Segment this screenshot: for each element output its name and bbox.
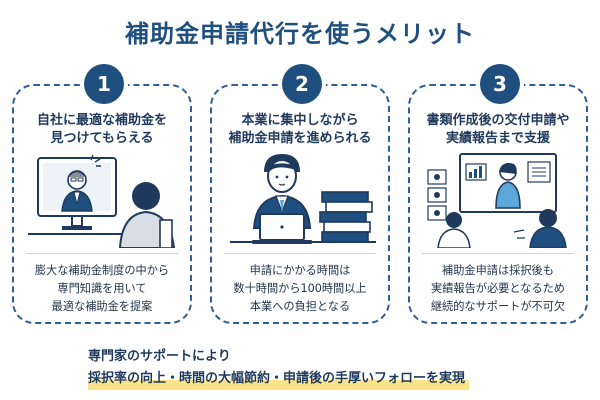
card-heading-line: 書類作成後の交付申請や bbox=[426, 113, 570, 128]
card-heading: 本業に集中しながら 補助金申請を進められる bbox=[218, 112, 382, 148]
card-body-line: 継続的なサポートが不可欠 bbox=[430, 300, 566, 313]
card-body: 申請にかかる時間は 数十時間から100時間以上 本業への負担となる bbox=[216, 262, 384, 316]
card-divider bbox=[224, 253, 376, 254]
card-body-line: 数十時間から100時間以上 bbox=[233, 282, 367, 295]
card-body-line: 補助金申請は採択後も bbox=[442, 264, 554, 277]
card-body-line: 実績報告が必要となるため bbox=[431, 282, 565, 295]
merit-card-2: 2 本業に集中しながら 補助金申請を進められる 申請にかかる時間は 数十時間から… bbox=[210, 64, 390, 324]
card-body: 補助金申請は採択後も 実績報告が必要となるため 継続的なサポートが不可欠 bbox=[414, 262, 582, 316]
card-body-line: 専門知識を用いて bbox=[57, 282, 147, 295]
card-heading-line: 見つけてもらえる bbox=[50, 131, 154, 146]
card-heading: 自社に最適な補助金を 見つけてもらえる bbox=[20, 112, 184, 148]
card-body-line: 申請にかかる時間は bbox=[249, 264, 351, 277]
number-badge: 3 bbox=[480, 64, 520, 104]
card-heading-line: 本業に集中しながら bbox=[241, 113, 359, 128]
presentation-meeting-illustration bbox=[427, 153, 567, 248]
card-body-line: 最適な補助金を提案 bbox=[51, 300, 153, 313]
card-body-line: 膨大な補助金制度の中から bbox=[34, 264, 170, 277]
summary-highlight-line: 採択率の向上・時間の大幅節約・申請後の手厚いフォローを実現 bbox=[88, 368, 470, 390]
card-heading-line: 自社に最適な補助金を bbox=[36, 113, 167, 128]
card-heading-line: 補助金申請を進められる bbox=[228, 131, 372, 146]
number-badge: 1 bbox=[84, 64, 124, 104]
office-worker-illustration bbox=[230, 154, 376, 244]
online-consultation-illustration bbox=[28, 154, 176, 248]
page-title: 補助金申請代行を使うメリット bbox=[125, 20, 475, 48]
card-divider bbox=[422, 253, 574, 254]
card-body-line: 本業への負担となる bbox=[249, 300, 351, 313]
merit-card-1: 1 自社に最適な補助金を 見つけてもらえる 膨大な補助金制度の中から 専門知識を… bbox=[12, 64, 192, 324]
summary-footer: 専門家のサポートにより 採択率の向上・時間の大幅節約・申請後の手厚いフォローを実… bbox=[88, 346, 470, 390]
summary-line: 専門家のサポートにより bbox=[88, 349, 231, 364]
merit-card-3: 3 書類作成後の交付申請や 実績報告まで支援 補助 bbox=[408, 64, 588, 324]
card-heading-line: 実績報告まで支援 bbox=[445, 131, 550, 146]
card-heading: 書類作成後の交付申請や 実績報告まで支援 bbox=[416, 112, 580, 148]
card-divider bbox=[26, 253, 178, 254]
number-badge: 2 bbox=[282, 64, 322, 104]
card-body: 膨大な補助金制度の中から 専門知識を用いて 最適な補助金を提案 bbox=[18, 262, 186, 316]
